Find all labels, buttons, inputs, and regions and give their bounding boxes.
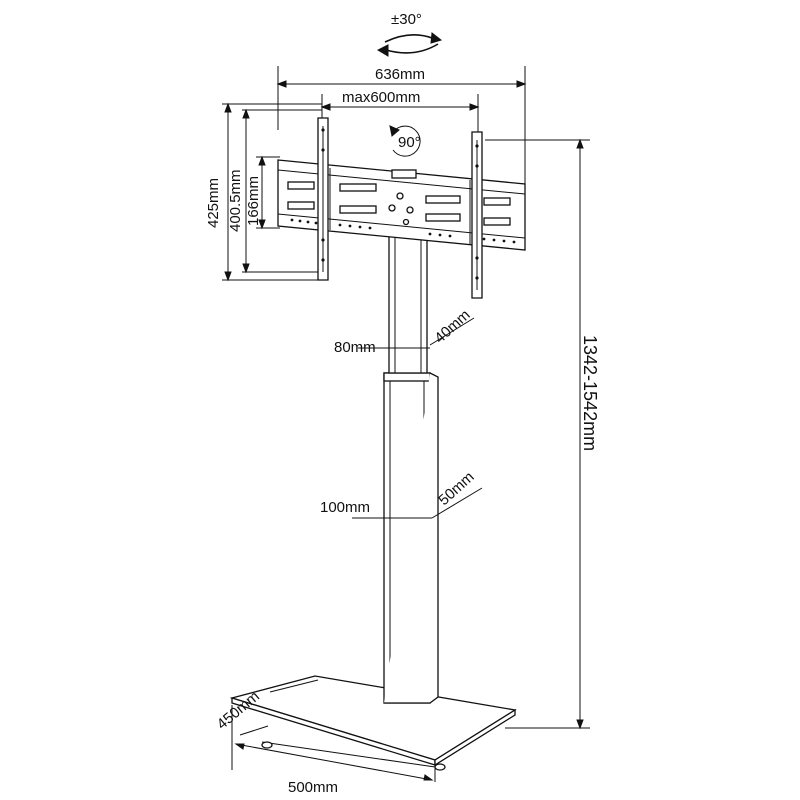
mount-width-dimension [276,66,527,184]
lower-column [383,372,439,704]
base-plate [229,675,517,771]
tilt-arrow-icon [376,32,443,57]
vesa-width-dimension [320,94,480,140]
height-outer-label: 425mm [205,178,222,228]
mount-hole-row [290,218,516,244]
upper-column-width-dimension [358,317,475,349]
height-inner-dimension [256,155,280,230]
left-vertical-arm [317,117,329,281]
lower-column-width-label: 100mm [320,499,370,516]
height-outer-dimension [222,102,322,282]
lower-column-width-dimension [352,487,483,519]
total-height-dimension [485,138,590,730]
rotation-label: 90° [398,134,421,151]
base-width-label: 500mm [288,779,338,796]
mount-width-label: 636mm [375,66,425,83]
mounting-plate [277,159,526,251]
tilt-label: ±30° [391,11,422,28]
upper-column-width-label: 80mm [334,339,376,356]
height-inner-label: 166mm [245,176,262,226]
rotation-icon [389,125,421,157]
upper-column-depth-label: 40mm [431,306,473,347]
base-depth-dimension [231,679,319,742]
base-width-dimension [231,742,436,782]
height-mid-label: 400.5mm [227,169,244,232]
total-height-label: 1342-1542mm [580,335,600,451]
right-vertical-arm [471,131,483,299]
height-mid-dimension [242,108,322,274]
upper-column [388,231,428,374]
vesa-width-label: max600mm [342,89,420,106]
